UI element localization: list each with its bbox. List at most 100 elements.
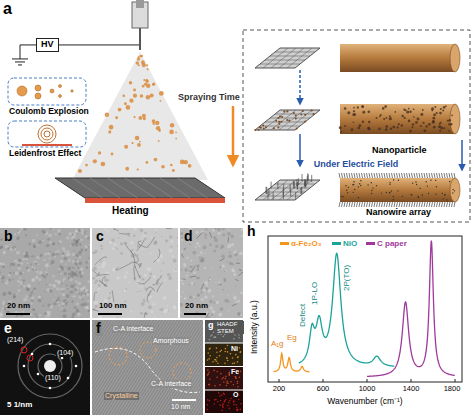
eds-signal — [240, 351, 242, 353]
raman-spectrum — [367, 241, 455, 377]
grain — [13, 247, 17, 251]
grain — [38, 245, 40, 247]
grain — [79, 293, 80, 294]
spot-marker — [21, 347, 27, 353]
particle — [409, 111, 412, 114]
particle — [382, 107, 385, 110]
wire — [59, 44, 139, 45]
axis-tick — [367, 379, 368, 382]
grain — [87, 303, 89, 305]
grain — [49, 257, 51, 259]
eds-signal — [235, 378, 237, 380]
nanowire — [374, 202, 375, 207]
nanosheet-edge — [220, 258, 225, 261]
nanosheet-edge — [220, 266, 221, 268]
grain — [35, 276, 39, 280]
particle — [433, 126, 436, 129]
nanowire — [399, 173, 400, 178]
grain — [16, 251, 20, 255]
droplet — [146, 64, 148, 66]
droplet — [159, 91, 164, 96]
nanowire — [397, 202, 398, 207]
grain — [42, 297, 43, 298]
grain — [81, 231, 84, 234]
wire-tip — [410, 194, 411, 195]
grain — [170, 246, 172, 248]
droplet — [137, 143, 141, 147]
droplet — [85, 164, 88, 167]
eds-signal — [230, 353, 232, 355]
nanowire — [377, 202, 378, 207]
tick-label: 1800 — [444, 385, 461, 393]
droplet — [145, 79, 148, 82]
grain — [151, 236, 153, 238]
particle — [277, 117, 279, 119]
grain — [140, 237, 142, 239]
particle — [278, 123, 280, 125]
eds-signal — [237, 356, 239, 358]
grain — [80, 267, 83, 270]
nanowire — [427, 173, 428, 178]
particle — [362, 106, 364, 108]
grain — [233, 251, 236, 254]
grain — [212, 310, 215, 313]
eds-signal — [228, 402, 230, 404]
grain — [98, 284, 101, 287]
micrograph-ground — [0, 228, 90, 318]
grain — [60, 260, 63, 263]
grain — [80, 269, 82, 271]
particle — [383, 118, 385, 120]
droplet — [123, 95, 126, 98]
eds-signal — [229, 400, 231, 402]
grain — [191, 282, 194, 285]
grain — [85, 249, 87, 251]
particle — [347, 111, 350, 114]
grain — [58, 304, 60, 306]
particle — [420, 125, 422, 127]
time-arrow — [232, 106, 235, 165]
grain — [171, 255, 174, 258]
grain — [102, 261, 106, 265]
eds-signal — [237, 409, 239, 411]
nanowire — [307, 176, 308, 183]
grain — [71, 315, 74, 318]
grain — [87, 280, 90, 283]
grain — [75, 230, 79, 234]
particle — [433, 113, 436, 116]
grain — [193, 251, 197, 255]
eds-signal — [207, 404, 209, 406]
grain — [87, 237, 90, 240]
eds-signal — [209, 378, 211, 380]
grain — [184, 297, 187, 300]
nanosheet — [94, 257, 107, 265]
grain — [130, 241, 134, 245]
vapor-ring — [41, 128, 53, 140]
grain — [64, 268, 65, 269]
particle — [311, 110, 313, 112]
grain — [212, 295, 213, 296]
nanowire — [359, 202, 360, 207]
grain — [240, 291, 243, 294]
grain — [62, 311, 63, 312]
nanosheet — [154, 249, 160, 262]
grain — [70, 245, 72, 247]
grain — [51, 260, 55, 264]
eds-signal — [233, 401, 235, 403]
nanowire — [432, 173, 433, 178]
grain — [47, 269, 48, 270]
grain — [72, 234, 74, 236]
grain — [2, 302, 5, 305]
droplet — [152, 83, 154, 85]
nanosheet — [145, 237, 154, 247]
grain — [88, 257, 90, 259]
droplet — [59, 95, 62, 98]
grain — [56, 300, 58, 302]
grain — [205, 237, 207, 239]
grain — [82, 299, 84, 301]
grain — [49, 305, 53, 309]
nanowire — [311, 175, 312, 182]
grain — [209, 244, 212, 247]
grain — [2, 263, 6, 267]
particle — [258, 129, 260, 131]
grain — [238, 313, 240, 315]
